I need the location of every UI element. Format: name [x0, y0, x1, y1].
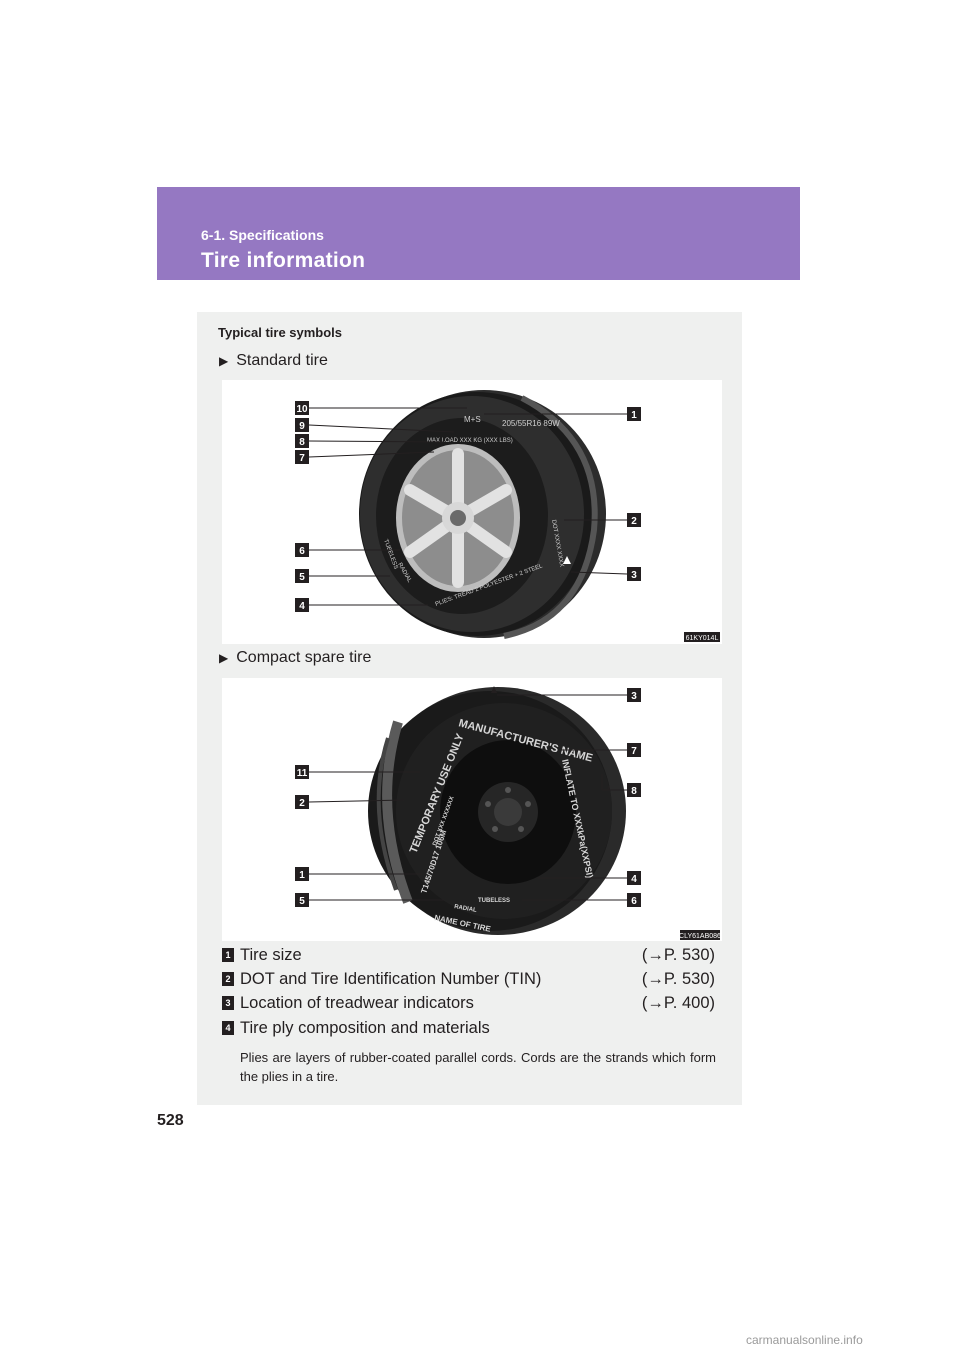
- page-reference-link[interactable]: (→P. 530): [641, 945, 715, 964]
- triangle-bullet-icon: ▶: [219, 354, 229, 368]
- item-label: Tire size: [240, 945, 302, 964]
- legend-item-4: 4 Tire ply composition and materials: [222, 1017, 715, 1039]
- tire-text-size: 205/55R16 89W: [502, 419, 560, 428]
- spare-marker-8: 8: [631, 786, 637, 797]
- section-label: 6-1. Specifications: [201, 227, 324, 243]
- spare-marker-2: 2: [299, 798, 305, 809]
- spare-marker-3: 3: [631, 691, 637, 702]
- standard-tire-heading: ▶ Standard tire: [219, 352, 328, 370]
- panel-heading: Typical tire symbols: [218, 325, 343, 340]
- triangle-bullet-icon: ▶: [219, 651, 229, 665]
- page-number: 528: [157, 1112, 184, 1129]
- marker-4: 4: [299, 601, 305, 612]
- marker-6: 6: [299, 546, 305, 557]
- marker-7: 7: [299, 453, 305, 464]
- spare-tire-figure: MANUFACTURER'S NAME TEMPORARY USE ONLY I…: [222, 678, 722, 941]
- standard-tire-figure: M+S 205/55R16 89W MAX LOAD XXX KG (XXX L…: [222, 380, 722, 644]
- figure-code: 61KY014L: [686, 635, 719, 642]
- item-number: 3: [222, 996, 234, 1010]
- item-number: 4: [222, 1021, 234, 1035]
- page-reference-link[interactable]: (→P. 400): [641, 993, 715, 1012]
- marker-9: 9: [299, 421, 305, 432]
- spare-marker-11: 11: [297, 768, 308, 779]
- spare-marker-7: 7: [631, 746, 637, 757]
- marker-8: 8: [299, 437, 305, 448]
- spare-marker-5: 5: [299, 896, 305, 907]
- spare-marker-6: 6: [631, 896, 637, 907]
- tire-symbols-panel: Typical tire symbols ▶ Standard tire: [197, 312, 742, 1105]
- spare-marker-4: 4: [631, 874, 637, 885]
- page-title: Tire information: [201, 249, 366, 272]
- standard-tire-illustration: M+S 205/55R16 89W MAX LOAD XXX KG (XXX L…: [295, 390, 720, 642]
- item-number: 1: [222, 948, 234, 962]
- item-4-description: Plies are layers of rubber-coated parall…: [240, 1050, 716, 1084]
- marker-2: 2: [631, 516, 637, 527]
- item-label: DOT and Tire Identification Number (TIN): [240, 969, 542, 988]
- marker-5: 5: [299, 572, 305, 583]
- tire-text-maxload: MAX LOAD XXX KG (XXX LBS): [427, 438, 513, 444]
- legend-item-2: 2 DOT and Tire Identification Number (TI…: [222, 968, 715, 990]
- page-reference-link[interactable]: (→P. 530): [641, 969, 715, 988]
- spare-marker-1: 1: [299, 870, 305, 881]
- legend-item-3: 3 Location of treadwear indicators (→P. …: [222, 992, 715, 1014]
- spare-tire-label: Compact spare tire: [236, 649, 372, 666]
- spare-tire-illustration: MANUFACTURER'S NAME TEMPORARY USE ONLY I…: [295, 686, 721, 940]
- marker-10: 10: [296, 404, 308, 415]
- item-number: 2: [222, 972, 234, 986]
- legend-item-1: 1 Tire size (→P. 530): [222, 944, 715, 966]
- item-label: Tire ply composition and materials: [240, 1018, 490, 1037]
- marker-3: 3: [631, 570, 637, 581]
- item-label: Location of treadwear indicators: [240, 993, 474, 1012]
- watermark: carmanualsonline.info: [746, 1333, 863, 1347]
- spare-figure-code: CLY61AB086: [679, 933, 721, 940]
- tire-text-ms: M+S: [464, 415, 481, 424]
- spare-tire-heading: ▶ Compact spare tire: [219, 649, 371, 667]
- spare-text-radial: RADIAL: [454, 904, 478, 914]
- standard-tire-label: Standard tire: [236, 352, 328, 369]
- section-header: 6-1. Specifications Tire information: [157, 187, 800, 280]
- spare-text-tubeless: TUBELESS: [478, 898, 510, 904]
- marker-1: 1: [631, 410, 637, 421]
